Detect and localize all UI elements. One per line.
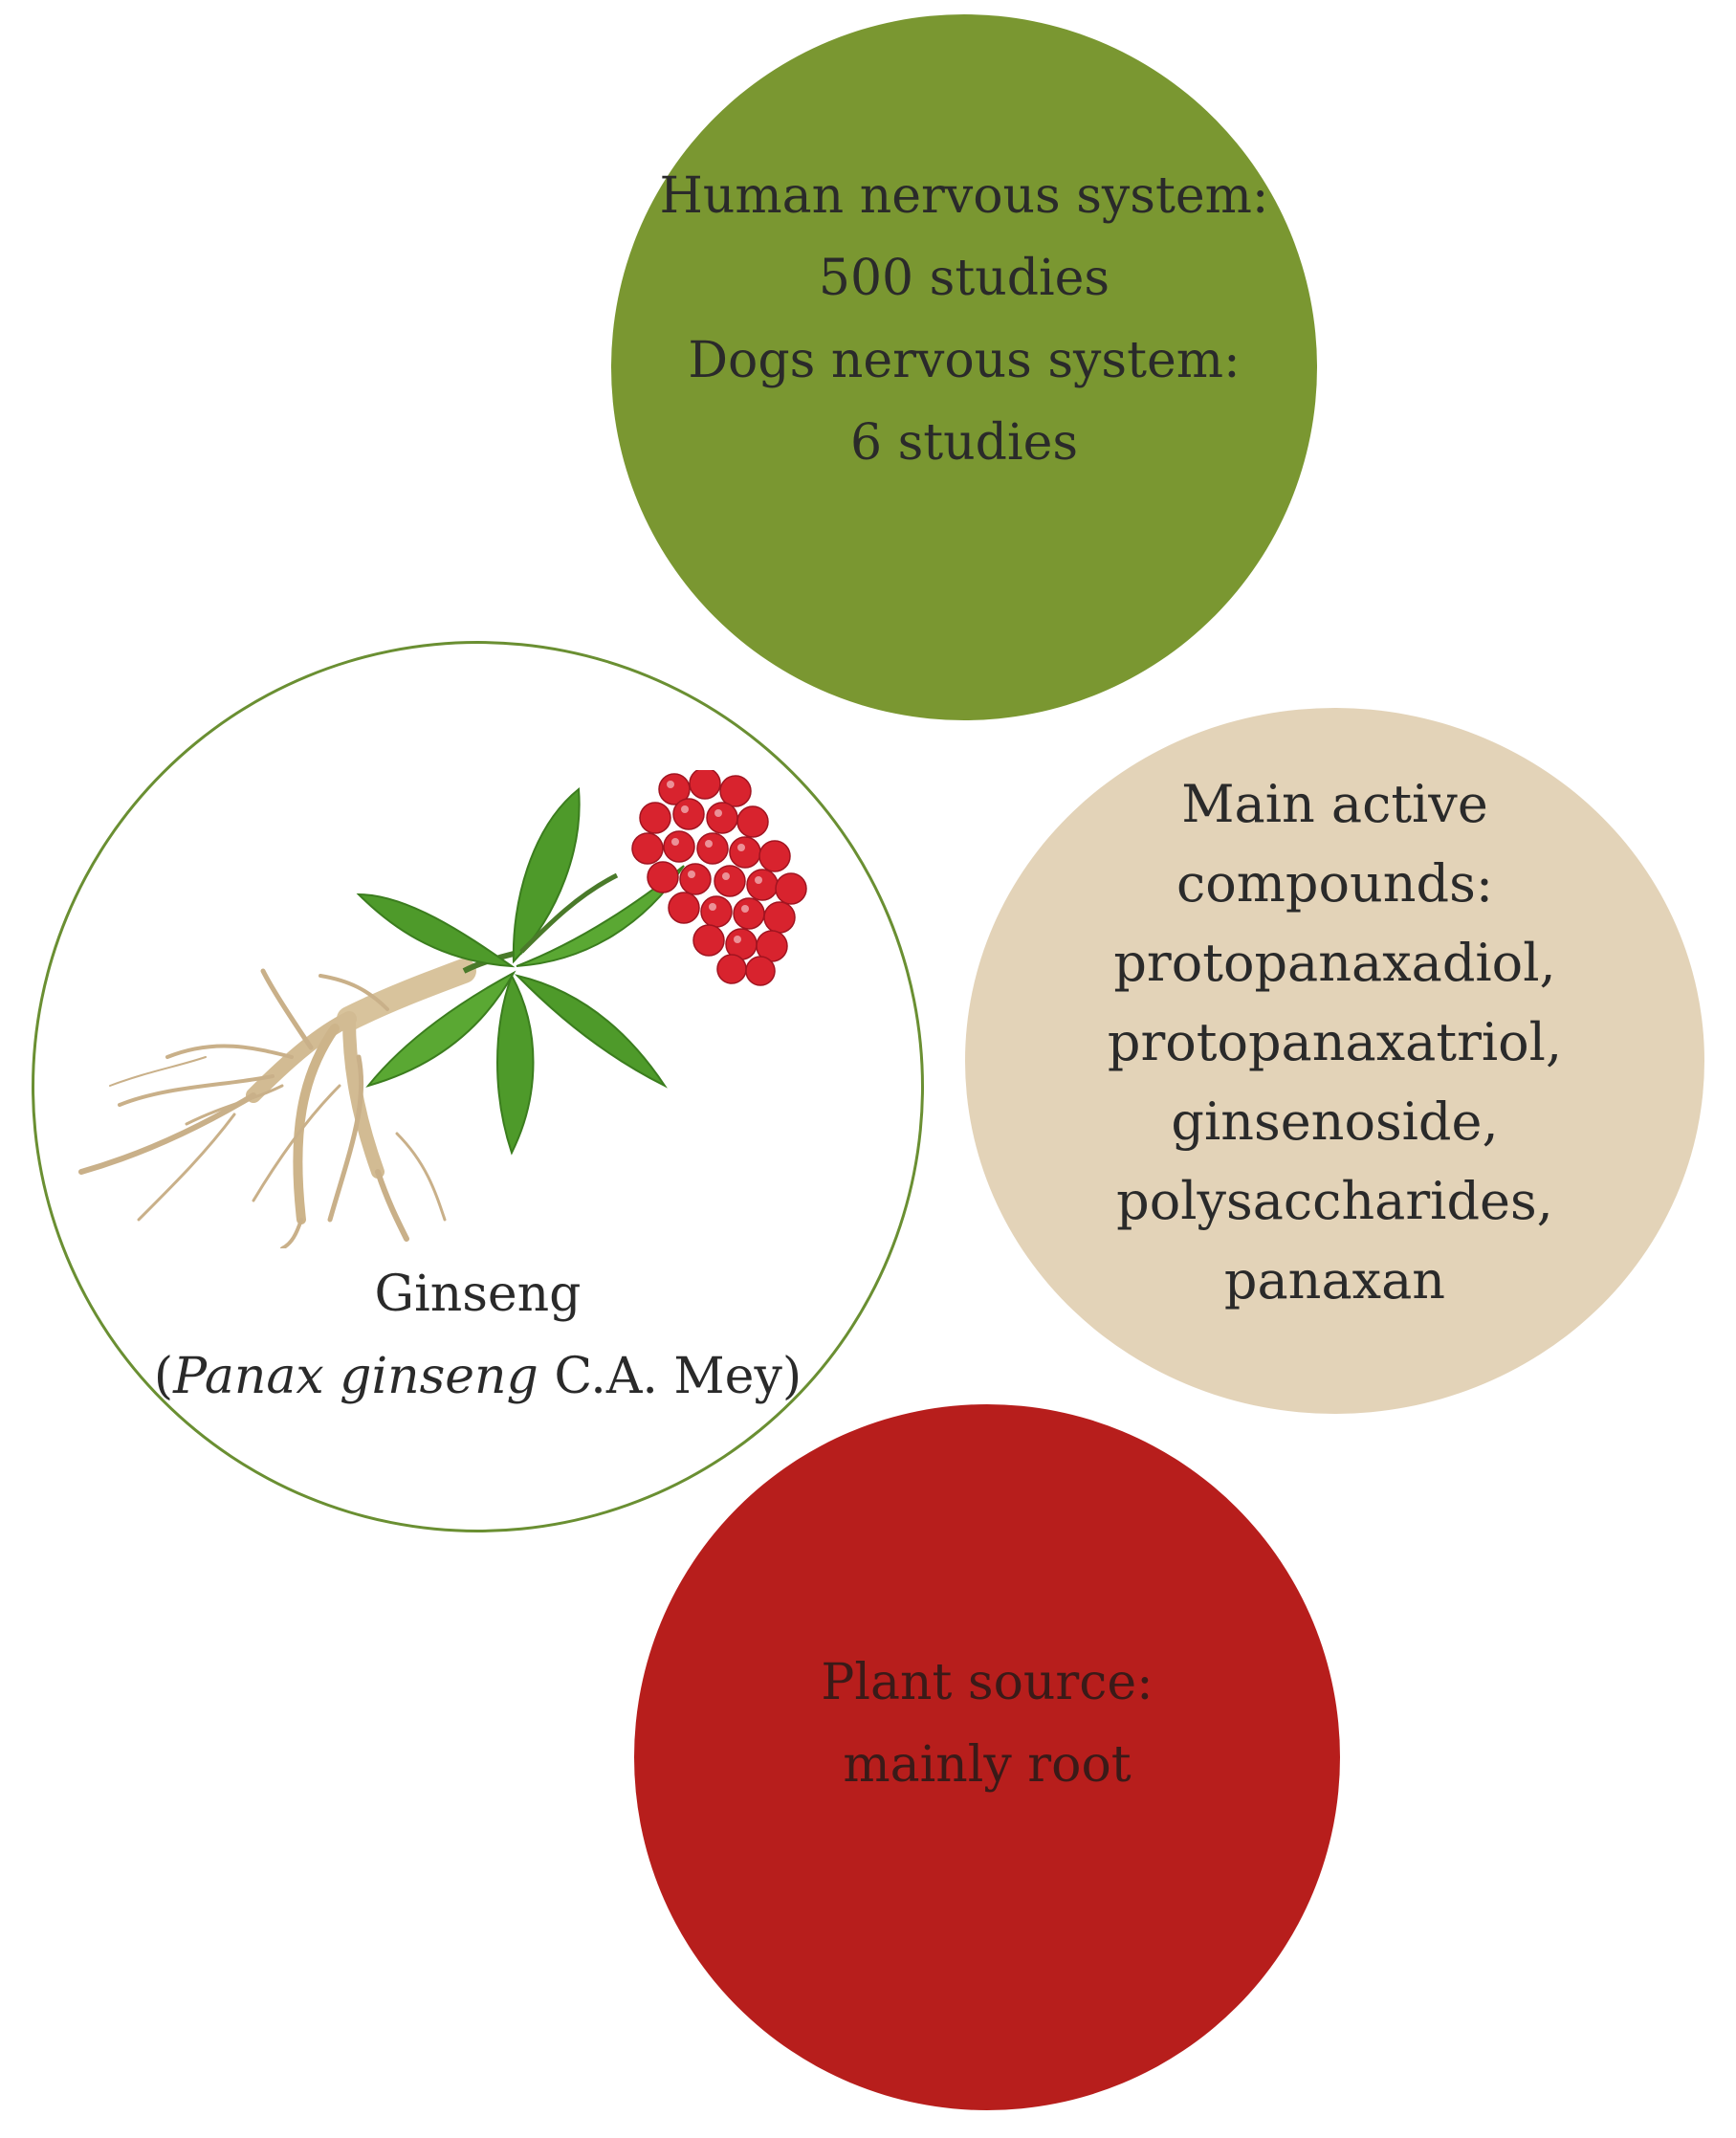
- plant-authority: C.A. Mey): [538, 1348, 802, 1405]
- compounds-line-6: polysaccharides,: [1116, 1170, 1553, 1231]
- compounds-line-2: compounds:: [1176, 852, 1494, 914]
- plant-latin-line: (Panax ginseng C.A. Mey): [32, 1335, 924, 1418]
- compounds-circle: Main active compounds: protopanaxadiol, …: [965, 708, 1704, 1414]
- compounds-line-3: protopanaxadiol,: [1113, 932, 1556, 993]
- compounds-line-1: Main active: [1181, 773, 1488, 834]
- leaves-icon: [356, 787, 685, 1156]
- compounds-line-7: panaxan: [1223, 1249, 1446, 1311]
- studies-circle: Human nervous system: 500 studies Dogs n…: [611, 14, 1317, 720]
- compounds-line-4: protopanaxatriol,: [1107, 1011, 1563, 1072]
- berries-icon: [631, 770, 807, 986]
- root-icon: [78, 959, 476, 1248]
- studies-text: Human nervous system: 500 studies Dogs n…: [660, 155, 1269, 484]
- compounds-text: Main active compounds: protopanaxadiol, …: [1108, 764, 1562, 1320]
- source-text: Plant source: mainly root: [821, 1642, 1153, 1806]
- compounds-line-5: ginsenoside,: [1171, 1091, 1499, 1152]
- studies-line-1: Human nervous system:: [659, 167, 1269, 225]
- plant-caption: Ginseng (Panax ginseng C.A. Mey): [32, 1253, 924, 1418]
- studies-line-4: 6 studies: [849, 414, 1079, 472]
- ginseng-root-leaves-berries-illustration: [78, 770, 807, 1248]
- studies-line-3: Dogs nervous system:: [688, 332, 1241, 389]
- latin-open-paren: (: [153, 1348, 174, 1405]
- plant-latin-name: Panax ginseng: [173, 1348, 538, 1405]
- studies-line-2: 500 studies: [818, 250, 1110, 307]
- plant-circle: [32, 641, 924, 1532]
- source-circle: Plant source: mainly root: [634, 1404, 1340, 2110]
- source-line-1: Plant source:: [821, 1654, 1154, 1711]
- source-line-2: mainly root: [843, 1736, 1132, 1794]
- plant-name: Ginseng: [374, 1266, 582, 1323]
